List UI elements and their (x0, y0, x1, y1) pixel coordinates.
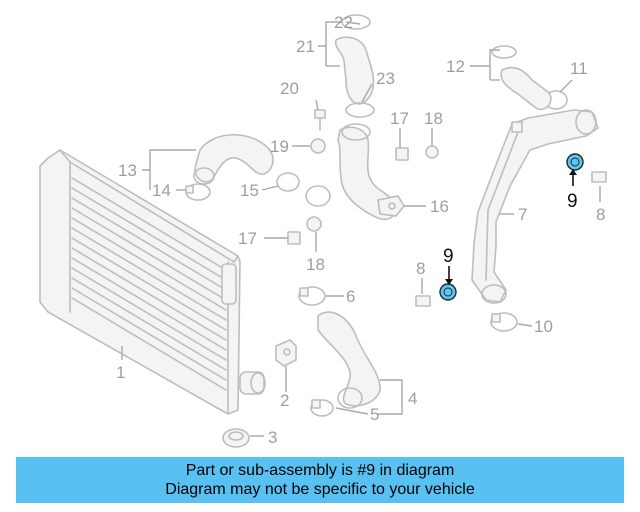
callout-3: 3 (268, 428, 277, 447)
part-info-banner: Part or sub-assembly is #9 in diagram Di… (16, 457, 624, 503)
callout-17-lower: 17 (238, 229, 257, 248)
callout-17-upper: 17 (390, 109, 409, 128)
nut-18-upper (425, 145, 439, 159)
callout-16: 16 (430, 197, 449, 216)
callout-21: 21 (296, 37, 315, 56)
leader-lines (121, 21, 601, 437)
upper-right-hose (491, 45, 552, 111)
lower-hose (317, 311, 381, 409)
pipe-bracket-16 (377, 195, 405, 217)
callout-22: 22 (334, 13, 353, 32)
callout-6: 6 (346, 287, 355, 306)
callout-1: 1 (116, 363, 125, 382)
hose-clamp-23 (345, 102, 375, 118)
intercooler-fins (71, 177, 227, 391)
bolt-8-left (415, 295, 431, 307)
part-9-highlighted-right (566, 153, 584, 171)
banner-line-2: Diagram may not be specific to your vehi… (165, 481, 475, 498)
callout-5: 5 (370, 405, 379, 424)
bolt-8-right (591, 171, 607, 183)
nut-18-lower (306, 216, 322, 232)
callout-7: 7 (518, 205, 527, 224)
highlight-leaders (445, 169, 577, 285)
hose-clamp-5 (310, 399, 334, 417)
banner-line-1: Part or sub-assembly is #9 in diagram (185, 462, 455, 479)
hose-clamp-10 (490, 312, 518, 332)
bolt-17-lower (287, 231, 301, 245)
callout-23: 23 (376, 69, 395, 88)
callout-4: 4 (408, 389, 417, 408)
callout-labels: 1 2 3 4 5 6 7 8 8 10 11 12 13 14 15 16 1… (116, 13, 605, 447)
callout-2: 2 (280, 391, 289, 410)
callout-9-right: 9 (567, 191, 578, 212)
hose-clamp-6 (298, 286, 326, 306)
intercooler (39, 149, 266, 415)
grommet (222, 428, 250, 448)
hose-clamp-15 (276, 172, 300, 192)
callout-18-upper: 18 (424, 109, 443, 128)
callout-12: 12 (446, 57, 465, 76)
callout-14: 14 (152, 181, 171, 200)
sensor-19 (310, 138, 326, 154)
callout-11: 11 (570, 59, 588, 78)
callout-13: 13 (118, 161, 137, 180)
hose-clamp-14 (185, 183, 211, 201)
bolt-20 (314, 109, 326, 131)
part-9-highlighted-left (439, 283, 457, 301)
callout-8-right: 8 (596, 205, 605, 224)
upper-hose-21 (334, 36, 375, 105)
bolt-17-upper (395, 147, 409, 161)
upper-left-hose (193, 133, 274, 185)
bracket (275, 339, 297, 367)
callout-19: 19 (270, 137, 289, 156)
callout-10: 10 (534, 317, 553, 336)
callout-9-left: 9 (443, 246, 454, 267)
charge-air-pipe (471, 109, 599, 304)
callout-20: 20 (280, 79, 299, 98)
callout-18-lower: 18 (306, 255, 325, 274)
callout-15: 15 (240, 181, 259, 200)
callout-8-left: 8 (416, 259, 425, 278)
